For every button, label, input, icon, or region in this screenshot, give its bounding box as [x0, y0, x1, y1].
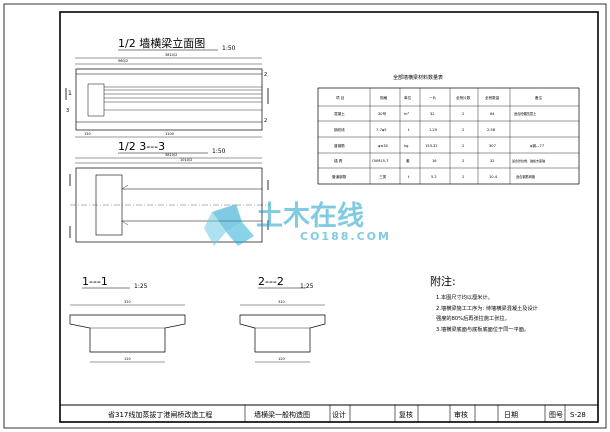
table-cell: t	[408, 175, 410, 179]
note-item: 3.墙横梁底面与底板底面位于同一平面。	[436, 325, 529, 333]
table-cell: 管道钢筋	[332, 174, 347, 179]
table-cell: 适合钢筋网格	[516, 174, 536, 179]
section-2-2-title: 2---2	[258, 275, 284, 288]
table-cell: 适合张拉端、锚板支座锚	[512, 158, 545, 163]
table-cell: 2	[462, 159, 464, 163]
section-1-1-dim-bottom-value: 120	[124, 357, 131, 361]
table-cell: OVM15-7	[372, 159, 388, 163]
table-cell: 套	[406, 158, 410, 163]
section-2-2-scale: 1:25	[300, 283, 314, 290]
elevation-section-mark-right: 2	[264, 72, 267, 78]
design-label: 设计	[332, 410, 346, 419]
table-cell: 2.58	[487, 128, 496, 132]
section-2-2-dim-bottom-value: 120	[278, 357, 285, 361]
table-cell: 锚 具	[334, 158, 343, 163]
section-2-2-outline	[239, 314, 326, 353]
table-cell: 16	[432, 159, 437, 163]
watermark-logo-icon	[204, 204, 254, 246]
section-1-1: 1---1 1:25 320 120	[69, 275, 186, 363]
table-cell: 30号	[378, 111, 387, 116]
elevation-dim-left: 150	[84, 132, 91, 136]
notes: 附注: 1.本图尺寸均以厘米计。 2.墙横梁施工工序为: 待墙横梁混凝土及设计 …	[430, 274, 538, 333]
table-title: 全部墙横梁材料数量表	[393, 74, 443, 81]
table-header: 全桥片数	[456, 95, 471, 100]
sheet-label: 图号	[549, 411, 563, 419]
elevation-title: 1/2 墙横梁立面图	[118, 36, 205, 50]
elevation-dim-sub: 560/2	[118, 59, 128, 63]
section-1-1-scale: 1:25	[134, 283, 148, 290]
plan-dim-sub: 1010/2	[180, 158, 192, 162]
review-label: 复核	[399, 410, 413, 419]
elevation-outline	[75, 68, 263, 131]
note-item: 2.墙横梁施工工序为: 待墙横梁混凝土及设计	[436, 304, 538, 312]
section-2-2: 2---2 1:25 310 120	[239, 275, 326, 363]
elevation-view: 1/2 墙横梁立面图 1:50 3810/2 560/2 1 3 2 2 150…	[65, 36, 269, 138]
elevation-end-block	[87, 83, 105, 117]
check-label: 审核	[454, 410, 468, 419]
table-cell: 混凝土	[334, 111, 345, 116]
section-1-1-outline	[69, 314, 186, 353]
plan-haunch	[121, 184, 129, 190]
note-item: 1.本图尺寸均以厘米计。	[436, 293, 493, 301]
table-cell: 32	[490, 159, 495, 163]
elevation-dim-bottom: 1100	[165, 132, 174, 136]
table-cell: 普钢筋	[334, 143, 345, 148]
section-2-2-dim-top-value: 310	[278, 300, 285, 304]
table-cell: 钢绞线	[334, 127, 345, 132]
elevation-section-mark-left: 1	[68, 90, 72, 97]
plan-scale: 1:50	[212, 148, 226, 155]
title-block-frame	[59, 404, 599, 423]
table-cell: φ≤30	[378, 144, 389, 148]
date-label: 日期	[504, 411, 518, 419]
section-1-1-title: 1---1	[82, 275, 108, 288]
sheet-number: S-28	[570, 411, 586, 419]
table-cell: 适合砼碾压层土	[514, 111, 537, 116]
watermark-cn: 土木在线	[256, 201, 364, 232]
plan-title: 1/2 3---3	[118, 140, 165, 153]
note-item: 强度的80%后再张拉施工张拉。	[436, 314, 510, 322]
table-cell: 32	[430, 112, 435, 116]
table-cell: 1.29	[429, 128, 438, 132]
table-header: 项 目	[336, 95, 344, 100]
notes-heading: 附注:	[430, 274, 456, 288]
table-cell: 7-7φ5	[376, 128, 387, 132]
table-header: 全桥数量	[485, 95, 500, 100]
table-header: 规格	[380, 95, 388, 100]
table-cell: t	[408, 128, 410, 132]
table-cell: m³	[404, 112, 410, 116]
table-cell: φ钢—77	[530, 143, 544, 148]
plan-haunch	[121, 220, 129, 226]
table-cell: 2	[462, 175, 464, 179]
outer-frame	[3, 3, 607, 429]
table-header: 备注	[535, 95, 543, 100]
table-cell: 307	[489, 144, 496, 148]
elevation-dim-total: 3810/2	[165, 53, 177, 57]
table-cell: 2	[462, 112, 464, 116]
table-cell: 153.32	[425, 144, 438, 148]
table-grid	[318, 88, 579, 184]
table-header: 单位	[404, 95, 412, 100]
section-1-1-dim-top-value: 320	[124, 300, 131, 304]
elevation-section-mark-3: 3	[66, 108, 69, 114]
table-cell: 10.4	[489, 175, 498, 179]
table-header: 一片	[429, 95, 437, 100]
elevation-section-mark-right-bottom: 2	[264, 118, 267, 124]
plan-dim-total: 3810/2	[165, 153, 177, 157]
drawing-name: 墙横梁一般构造图	[254, 410, 310, 419]
material-table: 全部墙横梁材料数量表 项 目 规格 单位 一片 全桥片数 全桥数量 备注 混凝土…	[317, 74, 580, 185]
table-cell: 2	[462, 144, 464, 148]
watermark-en: CO188.COM	[300, 230, 391, 243]
plan-view: 1/2 3---3 1:50 3810/2 1010/2	[69, 140, 270, 243]
table-cell: 2	[462, 128, 464, 132]
watermark: 土木在线 CO188.COM	[204, 201, 391, 246]
table-frame	[317, 87, 580, 185]
table-cell: 三类	[379, 174, 387, 179]
table-cell: 5.2	[431, 175, 437, 179]
title-block: 省317线加蒸拔丁港闸桥改造工程 墙横梁一般构造图 设计 复核 审核 日期 图号…	[59, 404, 599, 423]
elevation-scale: 1:50	[222, 45, 236, 52]
table-cell: 64	[490, 112, 495, 116]
table-cell: kg	[404, 144, 408, 148]
project-name: 省317线加蒸拔丁港闸桥改造工程	[108, 410, 212, 419]
